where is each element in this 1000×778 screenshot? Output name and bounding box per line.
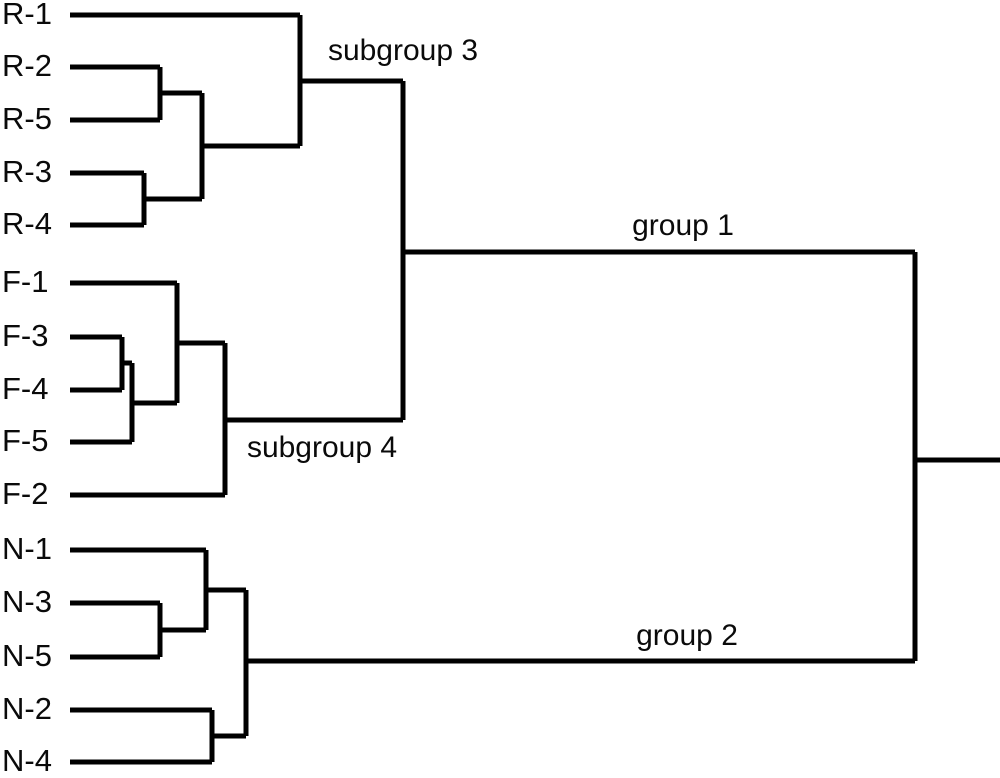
cluster-label-subgroup-4: subgroup 4 [247,431,397,464]
dendrogram-cluster-labels: subgroup 3 subgroup 4 group 1 group 2 [247,34,738,652]
cluster-label-group-2: group 2 [636,619,738,652]
leaf-label-r-1: R-1 [2,0,52,31]
leaf-label-r-4: R-4 [2,206,52,241]
leaf-label-n-3: N-3 [2,584,52,619]
leaf-label-r-2: R-2 [2,48,52,83]
leaf-label-r-3: R-3 [2,154,52,189]
leaf-label-n-5: N-5 [2,638,52,673]
leaf-label-f-4: F-4 [2,371,49,406]
leaf-label-n-2: N-2 [2,691,52,726]
leaf-label-n-1: N-1 [2,531,52,566]
leaf-label-n-4: N-4 [2,743,52,778]
leaf-label-r-5: R-5 [2,101,52,136]
leaf-label-f-2: F-2 [2,476,49,511]
leaf-label-f-3: F-3 [2,318,49,353]
cluster-label-group-1: group 1 [632,209,734,242]
leaf-label-f-1: F-1 [2,264,49,299]
dendrogram-leaf-labels: R-1R-2R-5R-3R-4F-1F-3F-4F-5F-2N-1N-3N-5N… [2,0,52,778]
dendrogram-links [70,12,1000,765]
leaf-label-f-5: F-5 [2,423,49,458]
cluster-label-subgroup-3: subgroup 3 [328,34,478,67]
